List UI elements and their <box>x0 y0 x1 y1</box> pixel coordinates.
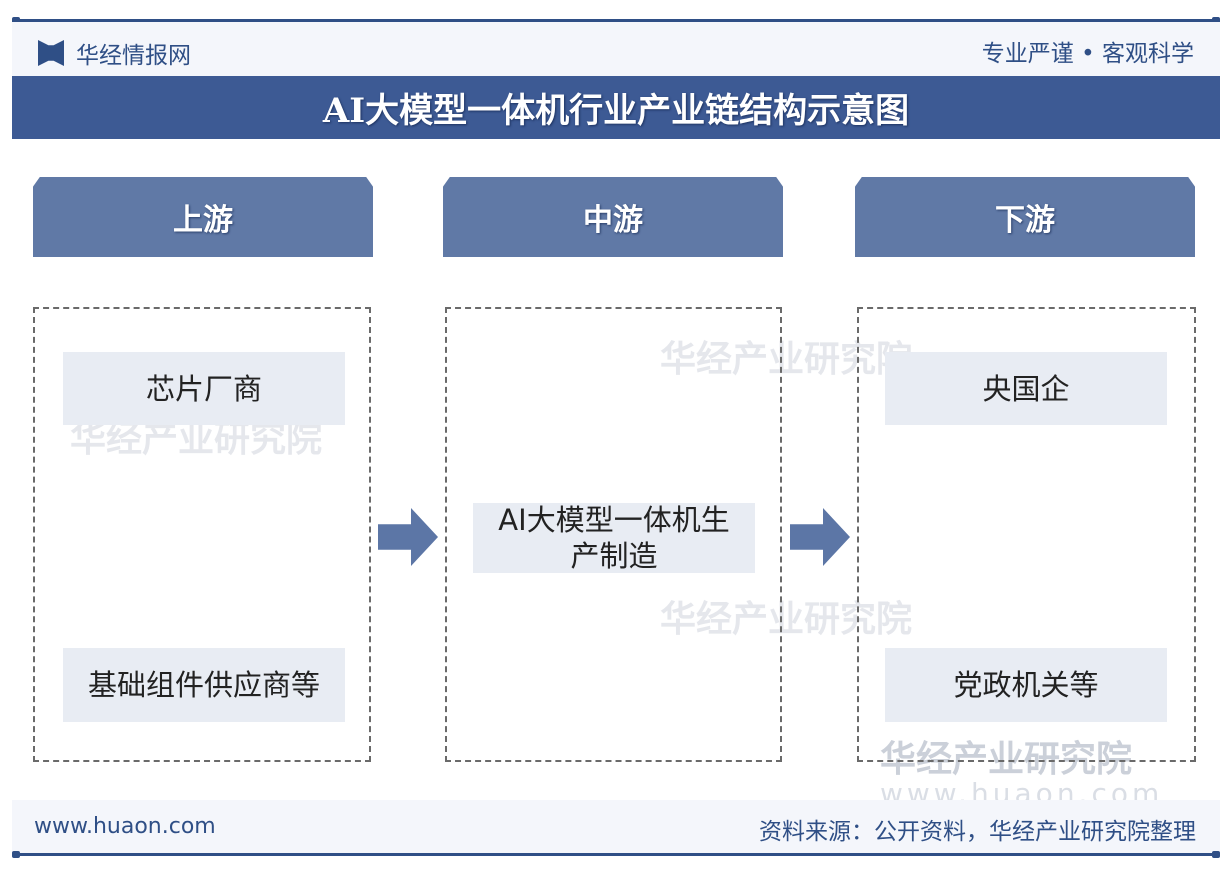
brand-name: 华经情报网 <box>76 43 191 69</box>
upstream-item: 基础组件供应商等 <box>63 648 345 722</box>
page-title: AI大模型一体机行业产业链结构示意图 <box>12 76 1220 139</box>
upstream-item: 芯片厂商 <box>63 352 345 425</box>
arrow-right-icon <box>790 508 850 566</box>
slogan: 专业严谨 • 客观科学 <box>981 41 1194 67</box>
watermark-text: 华经产业研究院 <box>660 599 913 640</box>
header-band <box>12 22 1220 76</box>
watermark-text: 华经产业研究院 <box>70 419 323 460</box>
downstream-group <box>857 307 1196 762</box>
midstream-item: AI大模型一体机生产制造 <box>473 503 755 573</box>
column-header-midstream: 中游 <box>443 177 783 257</box>
brand-logo[interactable]: 华经情报网 <box>38 36 191 70</box>
downstream-item: 党政机关等 <box>885 648 1167 722</box>
arrow-right-icon <box>378 508 438 566</box>
watermark-text: 华经产业研究院 <box>660 339 913 380</box>
bottom-divider <box>12 851 1220 858</box>
top-divider <box>12 17 1220 24</box>
footer-source: 资料来源：公开资料，华经产业研究院整理 <box>759 819 1196 845</box>
upstream-group <box>33 307 371 762</box>
midstream-group <box>445 307 782 762</box>
column-header-downstream: 下游 <box>855 177 1195 257</box>
footer-website[interactable]: www.huaon.com <box>34 814 216 839</box>
downstream-item: 央国企 <box>885 352 1167 425</box>
footer-band <box>12 800 1220 853</box>
watermark-text: 华经产业研究院 <box>880 739 1133 780</box>
column-header-upstream: 上游 <box>33 177 373 257</box>
logo-icon <box>38 40 64 66</box>
